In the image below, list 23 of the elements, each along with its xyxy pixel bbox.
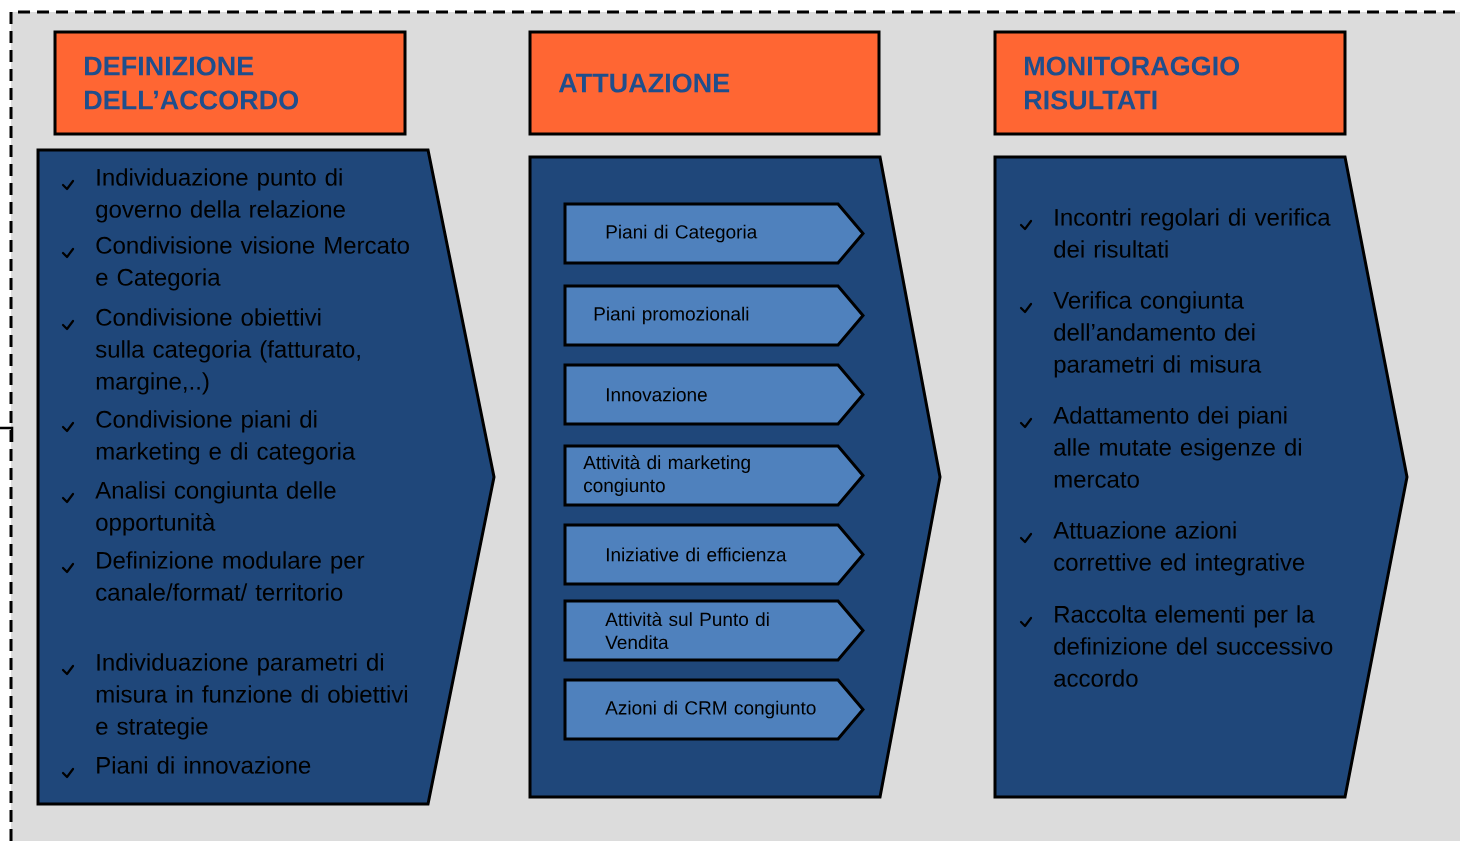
bullet-text: Piani di innovazione [97,756,311,774]
bullet-text: Adattamento dei piani alle mutate esigenze di mercato [1053,406,1301,488]
bullet-text: Condivisione obiettivi sulla categoria (fatturato, margine,..) [95,308,360,395]
chevron-box: Attività sul Punto di Vendita [563,599,865,662]
bullet-text: Raccolta elementi per la definizione del successivo accordo [1054,605,1333,687]
chevron-box: Piani promozionali [563,284,865,347]
chevron-box: Piani di Categoria [563,202,865,265]
bullet-text: Condivisione piani di marketing e di categoria [96,410,356,465]
header-box: MONITORAGGIO RISULTATI [993,30,1347,136]
bullet-text: Definizione modulare per canale/format/ territorio [96,551,365,601]
chevron-box: Azioni di CRM congiunto [563,678,865,741]
bullet-text: Analisi congiunta delle opportunità [95,481,336,536]
chevron-box: Iniziative di efficienza [563,523,865,586]
header-box: ATTUAZIONE [528,30,881,136]
chevron-box: Attività di marketing congiunto [563,444,865,507]
bullet-text: Condivisione visione Mercato e Categoria [96,236,409,291]
bullet-text: Incontri regolari di verifica dei risultati [1054,208,1331,258]
bullet-text: Individuazione parametri di misura in funzione di obiettivi e strategie [96,653,407,740]
bullet-text: Attuazione azioni correttive ed integrative [1053,521,1305,576]
header-box: DEFINIZIONE DELL’ACCORDO [53,30,407,136]
bullet-text: Verifica congiunta dell’andamento dei parametri di misura [1053,291,1262,378]
bullet-text: Individuazione punto di governo della relazione [96,168,345,223]
chevron-box: Innovazione [563,363,865,426]
